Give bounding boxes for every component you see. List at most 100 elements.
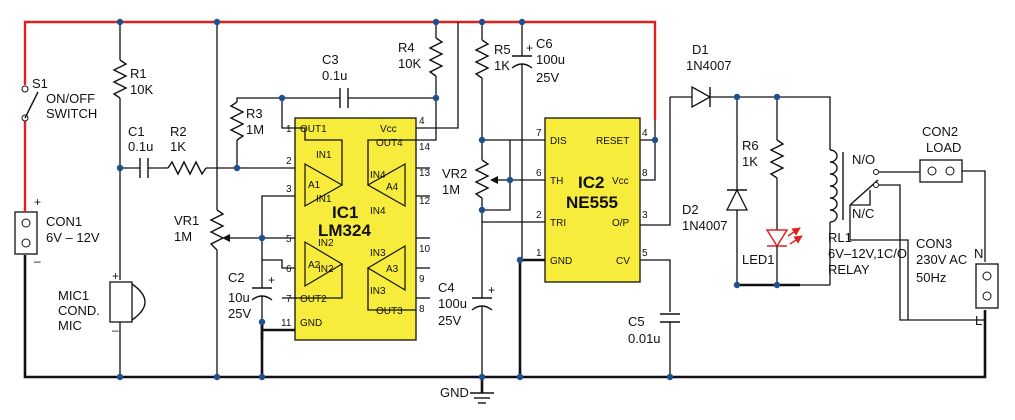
rl1-nc: N/C [852,206,874,221]
c5-ref: C5 [628,314,645,329]
ic1-name-in1p: IN1 [316,194,332,205]
con3-ref: CON3 [916,236,952,251]
ic2-pin-1: 1 [536,248,542,259]
ic2-ref: IC2 [578,173,604,192]
ic2-pin-5: 5 [642,248,648,259]
d2-value: 1N4007 [682,218,728,233]
ic1-pin-14: 14 [419,142,431,153]
c4-ref: C4 [438,280,455,295]
con3-label-1: 230V AC [916,252,967,267]
r2-value: 1K [170,139,186,154]
vr1-value: 1M [174,229,192,244]
ic1-pin-8: 8 [419,304,425,315]
c2-plus: + [268,273,275,287]
ic2-name-cv: CV [616,256,630,267]
ic1-pin-10: 10 [419,244,431,255]
mic1-label-2: MIC [58,318,82,333]
ic2-name-op: O/P [612,218,630,229]
c6-value: 100u [536,52,565,67]
ic2-name-th: TH [550,176,563,187]
r6-ref: R6 [742,138,759,153]
ic2-pin-8: 8 [642,168,648,179]
con2-label: LOAD [926,140,961,155]
ic2-name-reset: RESET [596,136,629,147]
d1-value: 1N4007 [686,58,732,73]
r5-ref: R5 [494,42,511,57]
capacitor-c3 [282,88,436,108]
vr1-ref: VR1 [174,213,199,228]
ic2-part: NE555 [566,193,618,212]
potentiometer-vr1 [209,22,262,377]
ic1-pin-9: 9 [419,274,425,285]
ic1-pin-4: 4 [419,116,425,127]
ic1-name-in4n: IN4 [370,170,386,181]
ic1-a4: A4 [386,182,399,193]
ic1-pin-13: 13 [419,168,431,179]
connector-con2 [919,159,986,262]
ic1-pin-5: 5 [286,234,292,245]
ic1-pin-2: 2 [286,156,292,167]
rl1-type: RELAY [828,262,870,277]
ic2-name-tri: TRI [550,218,566,229]
ic2-pin-6: 6 [536,168,542,179]
r6-value: 1K [742,154,758,169]
ic1-name-in2p: IN2 [318,238,334,249]
capacitor-c6 [511,22,533,260]
c2-ref: C2 [228,270,245,285]
ic1-name-vcc: Vcc [380,124,397,135]
c1-ref: C1 [128,124,145,139]
ic1-name-in4p: IN4 [370,206,386,217]
ic2-pin-2: 2 [536,210,542,221]
ic2-ne555 [544,117,641,283]
led1-ref: LED1 [742,252,775,267]
con2-ref: CON2 [922,124,958,139]
r2-ref: R2 [170,124,187,139]
con3-l: L [975,313,982,328]
diode-d2 [725,97,749,285]
resistor-r6 [769,97,785,230]
rl1-no: N/O [852,152,875,167]
r1-ref: R1 [130,66,147,81]
ic2-name-vcc: Vcc [612,176,629,187]
capacitor-c5 [660,313,680,377]
c2-voltage: 25V [228,306,251,321]
capacitor-c2 [251,238,273,322]
r4-ref: R4 [398,40,415,55]
c2-value: 10u [228,290,250,305]
c3-ref: C3 [322,52,339,67]
capacitor-c4 [471,290,493,377]
c5-value: 0.01u [628,331,661,346]
r1-value: 10K [130,82,153,97]
ic1-pin-3: 3 [286,184,292,195]
con3-n: N [974,246,983,261]
c4-voltage: 25V [438,313,461,328]
ic1-part: LM324 [318,221,371,240]
vr2-ref: VR2 [442,166,467,181]
ic1-name-out4: OUT4 [376,138,403,149]
potentiometer-vr2 [474,140,545,290]
ic1-name-in2n: IN2 [318,264,334,275]
ic1-pin-1: 1 [286,124,292,135]
ic1-lm324 [294,117,417,341]
led-led1 [765,227,803,285]
junctions [116,18,781,381]
resistor-r2 [167,160,295,176]
r3-ref: R3 [246,106,263,121]
c1-value: 0.1u [128,139,153,154]
vr2-value: 1M [442,182,460,197]
mic1-label-1: COND. [58,303,100,318]
ic1-pin-11: 11 [281,318,292,329]
con1-value: 6V – 12V [46,230,100,245]
capacitor-c1 [120,158,168,178]
ic2-name-dis: DIS [550,136,567,147]
resistor-r5 [474,22,545,141]
ic1-name-out2: OUT2 [300,294,327,305]
rl1-ref: RL1 [828,230,852,245]
connector-con3 [975,263,999,309]
ic1-name-in3p: IN3 [370,286,386,297]
ic2-name-gnd: GND [550,256,572,267]
rl1-value: 6V–12V,1C/O [828,246,907,261]
ic1-name-out1: OUT1 [300,124,327,135]
mic1-plus: + [112,269,119,283]
